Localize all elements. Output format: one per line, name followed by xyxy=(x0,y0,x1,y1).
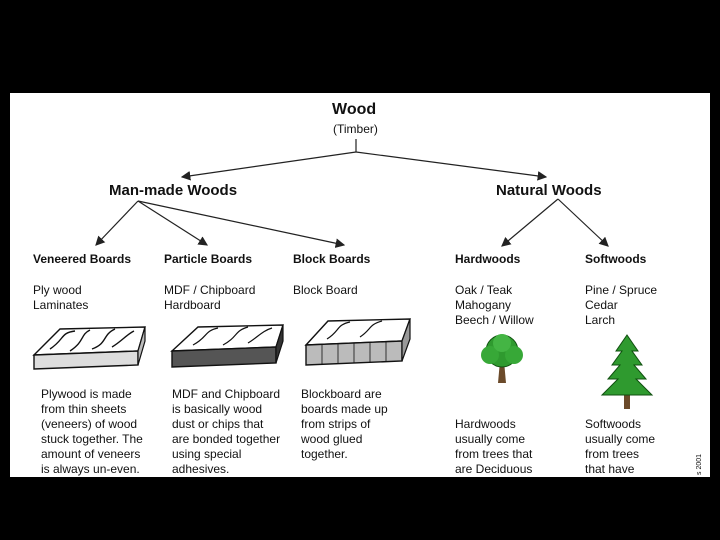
connector-lines xyxy=(95,139,609,248)
list-item: Beech / Willow xyxy=(455,313,534,327)
diagram-panel: Wood (Timber) Man-made Woods Natural Woo… xyxy=(10,93,710,477)
arrow-to-softwoods xyxy=(557,198,609,247)
list-block: Block Board xyxy=(293,283,358,298)
description-particle: MDF and Chipboard is basically wood dust… xyxy=(172,387,281,476)
heading-veneered: Veneered Boards xyxy=(33,252,132,266)
plywood-board-illustration xyxy=(32,326,146,370)
list-item: Ply wood xyxy=(33,283,82,297)
list-item: Laminates xyxy=(33,298,89,312)
description-block: Blockboard are boards made up from strip… xyxy=(301,387,388,461)
arrow-to-natural xyxy=(355,151,548,181)
description-hardwoods: Hardwoods usually come from trees that a… xyxy=(455,417,533,476)
root-title: Wood xyxy=(332,101,377,118)
list-softwoods: Pine / Spruce Cedar Larch xyxy=(585,283,657,328)
list-item: MDF / Chipboard xyxy=(164,283,256,297)
arrow-to-manmade xyxy=(180,151,357,181)
description-veneered: Plywood is made from thin sheets (veneer… xyxy=(41,387,143,476)
blockboard-illustration xyxy=(304,318,412,366)
arrow-to-particle xyxy=(137,200,209,246)
heading-softwoods: Softwoods xyxy=(585,252,647,266)
list-item: Hardboard xyxy=(164,298,221,312)
list-item: Block Board xyxy=(293,283,358,297)
list-veneered: Ply wood Laminates xyxy=(33,283,88,313)
list-item: Mahogany xyxy=(455,298,512,312)
list-hardwoods: Oak / Teak Mahogany Beech / Willow xyxy=(455,283,534,328)
list-item: Cedar xyxy=(585,298,618,312)
arrow-to-hardwoods xyxy=(501,198,559,247)
description-softwoods: Softwoods usually come from trees that h… xyxy=(585,417,656,476)
root-subtitle: (Timber) xyxy=(333,122,378,136)
heading-block: Block Boards xyxy=(293,252,371,266)
list-item: Oak / Teak xyxy=(455,283,513,297)
category-manmade: Man-made Woods xyxy=(109,182,238,199)
heading-hardwoods: Hardwoods xyxy=(455,252,521,266)
heading-particle: Particle Boards xyxy=(164,252,253,266)
chipboard-illustration xyxy=(170,324,284,368)
arrow-to-block xyxy=(137,200,346,248)
copyright-stamp: s 2001 xyxy=(696,453,703,475)
list-item: Pine / Spruce xyxy=(585,283,658,297)
conifer-tree-icon xyxy=(600,334,654,409)
list-item: Larch xyxy=(585,313,616,327)
category-natural: Natural Woods xyxy=(496,182,602,199)
list-particle: MDF / Chipboard Hardboard xyxy=(164,283,255,313)
deciduous-tree-icon xyxy=(481,334,523,383)
arrow-to-veneered xyxy=(95,200,139,246)
